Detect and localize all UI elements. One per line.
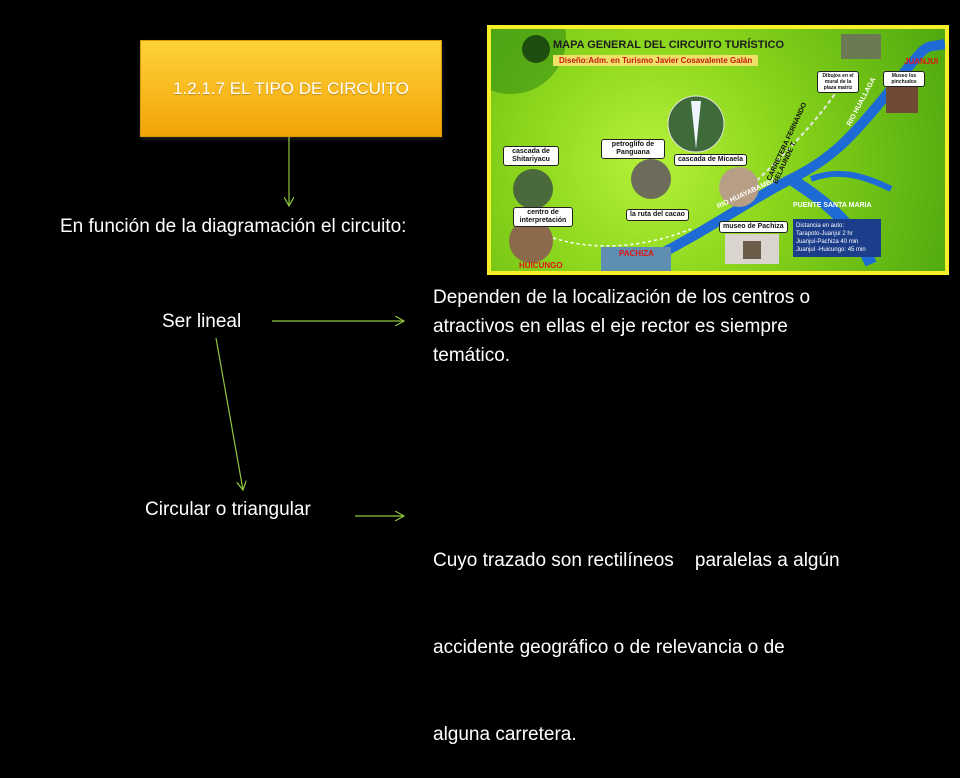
map-label-panguana: petroglifo de Panguana [601,139,665,159]
map-town-juanjui: JUANJUI [904,57,939,66]
map-label-micaela: cascada de Micaela [674,154,747,166]
map-bridge-santa-maria: PUENTE SANTA MARIA [793,202,872,209]
map-label-interpretacion: centro de interpretación [513,207,573,227]
desc-line: accidente geográfico o de relevancia o d… [433,637,785,658]
map-distances-box: Distancia en auto: Tarapoto-Juanjuí 2 hr… [793,219,881,257]
item-desc-lineal: Dependen de la localización de los centr… [433,283,810,370]
distance-line: Tarapoto-Juanjuí 2 hr [796,231,853,237]
connector-arrows [215,137,960,720]
desc-line: atractivos en ellas el eje rector es sie… [433,316,788,337]
page-title: 1.2.1.7 EL TIPO DE CIRCUITO [173,78,409,98]
intro-text: En función de la diagramación el circuit… [60,216,407,237]
arrow-lineal-to-circular [215,337,243,490]
map-town-huicungo: HUICUNGO [519,261,563,270]
map-label-cacao: la ruta del cacao [626,209,689,221]
item-label-lineal: Ser lineal [162,311,242,332]
map-label-pachiza-museum: museo de Pachiza [719,221,788,233]
map-label-mural: Dibujos en el mural de la plaza matriz [817,71,859,93]
map-label-shitariyacu: cascada de Shitariyacu [503,146,559,166]
item-label-circular: Circular o triangular [145,499,311,520]
distance-line: Distancia en auto: [796,223,845,229]
tourist-circuit-map: MAPA GENERAL DEL CIRCUITO TURÍSTICO Dise… [487,25,949,275]
distance-line: Juanjuí -Huicungo: 45 min [796,247,866,253]
desc-line: alguna carretera. [433,724,577,745]
map-subtitle: Diseño:Adm. en Turismo Javier Cosavalent… [553,55,759,66]
map-title: MAPA GENERAL DEL CIRCUITO TURÍSTICO [553,39,785,51]
map-label-pinchudos: Museo los pinchudos [883,71,925,87]
map-town-pachiza: PACHIZA [619,249,654,258]
distance-line: Juanjuí-Pachiza 40 min [796,239,859,245]
item-desc-circular: Cuyo trazado son rectilíneos paralelas a… [433,488,840,778]
map-canvas: MAPA GENERAL DEL CIRCUITO TURÍSTICO Dise… [491,29,945,271]
desc-line: temático. [433,345,511,366]
title-box: 1.2.1.7 EL TIPO DE CIRCUITO [140,40,442,137]
desc-line: Dependen de la localización de los centr… [433,287,811,308]
desc-line: Cuyo trazado son rectilíneos paralelas a… [433,550,840,571]
